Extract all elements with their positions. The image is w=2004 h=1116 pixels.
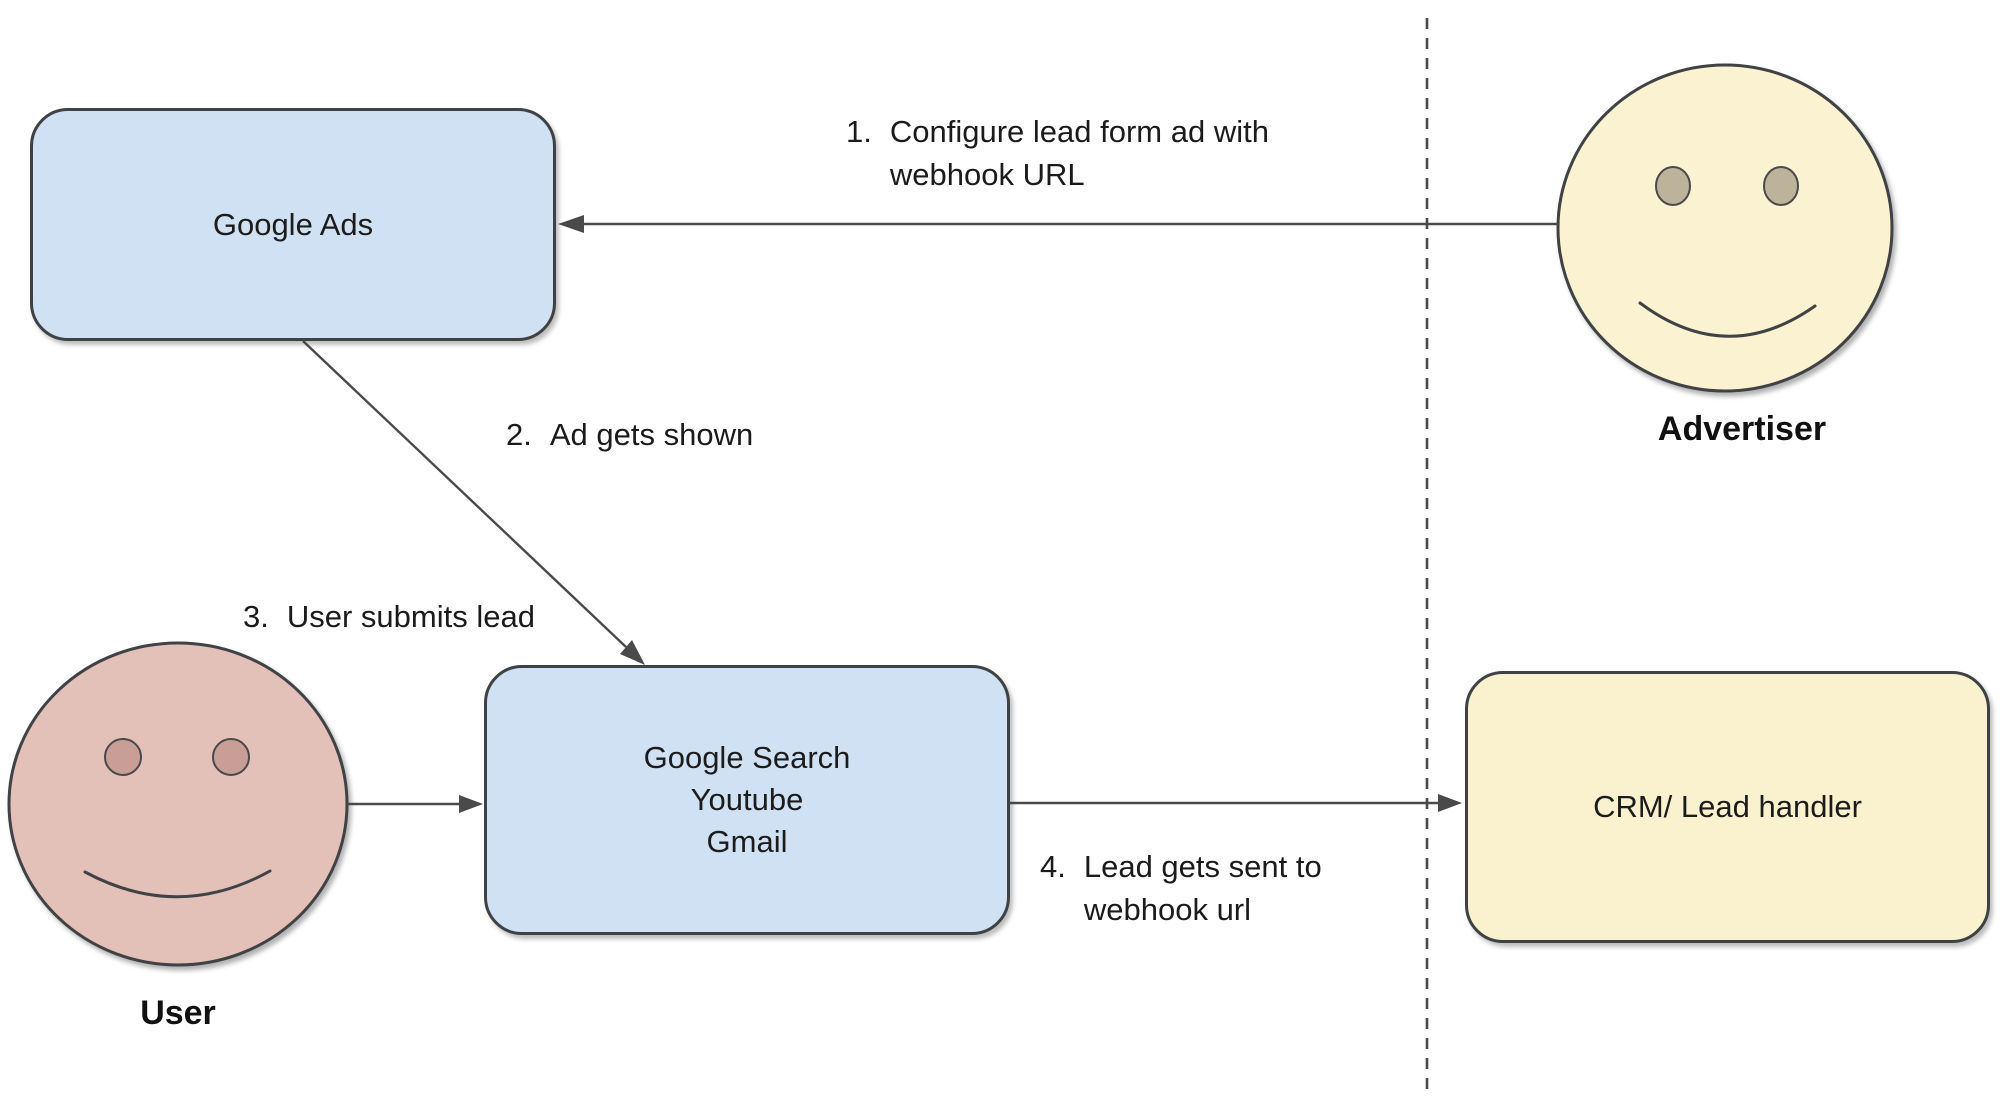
user-right-eye-icon	[212, 738, 250, 776]
node-crm-lead-handler: CRM/ Lead handler	[1465, 671, 1990, 943]
step-text: Configure lead form ad with webhook URL	[890, 110, 1269, 196]
step-number: 1.	[846, 114, 872, 149]
user-label: User	[140, 994, 216, 1032]
step-number: 2.	[506, 417, 532, 452]
arrow-lead-sent-webhook	[1010, 794, 1462, 812]
step-text-line: Lead gets sent to	[1083, 849, 1322, 884]
step-text-line: Ad gets shown	[549, 417, 754, 452]
step-label-configure-lead-form: 1. Configure lead form ad with webhook U…	[846, 110, 1269, 196]
step-text-line: User submits lead	[286, 599, 535, 634]
user-left-eye-icon	[104, 738, 142, 776]
step-text: User submits lead	[287, 595, 535, 638]
arrow-configure-lead-form	[558, 215, 1558, 233]
user-smile	[83, 869, 272, 899]
advertiser-smile	[1638, 301, 1817, 338]
node-label: Google Ads	[212, 206, 374, 242]
node-google-surfaces: Google Search Youtube Gmail	[484, 665, 1010, 935]
node-label-line: Google Search	[643, 740, 851, 775]
step-text: Ad gets shown	[550, 413, 753, 456]
node-label: CRM/ Lead handler	[1593, 789, 1862, 824]
user-face-icon	[7, 641, 349, 967]
arrow-user-submits-lead	[347, 795, 483, 813]
node-label-line: Gmail	[706, 824, 788, 859]
step-text-line: webhook url	[1083, 892, 1252, 927]
step-text: Lead gets sent to webhook url	[1084, 845, 1322, 931]
advertiser-left-eye-icon	[1655, 166, 1691, 206]
node-google-ads: Google Ads	[30, 108, 556, 341]
step-number: 3.	[243, 599, 269, 634]
node-label-line: Youtube	[690, 782, 804, 817]
step-label-lead-sent-webhook: 4. Lead gets sent to webhook url	[1040, 845, 1322, 931]
step-label-ad-gets-shown: 2. Ad gets shown	[506, 413, 753, 456]
step-text-line: Configure lead form ad with	[889, 114, 1269, 149]
step-label-user-submits-lead: 3. User submits lead	[243, 595, 535, 638]
advertiser-right-eye-icon	[1763, 166, 1799, 206]
step-number: 4.	[1040, 849, 1066, 884]
advertiser-face-icon	[1556, 63, 1894, 393]
step-text-line: webhook URL	[889, 157, 1085, 192]
advertiser-label: Advertiser	[1657, 410, 1827, 448]
